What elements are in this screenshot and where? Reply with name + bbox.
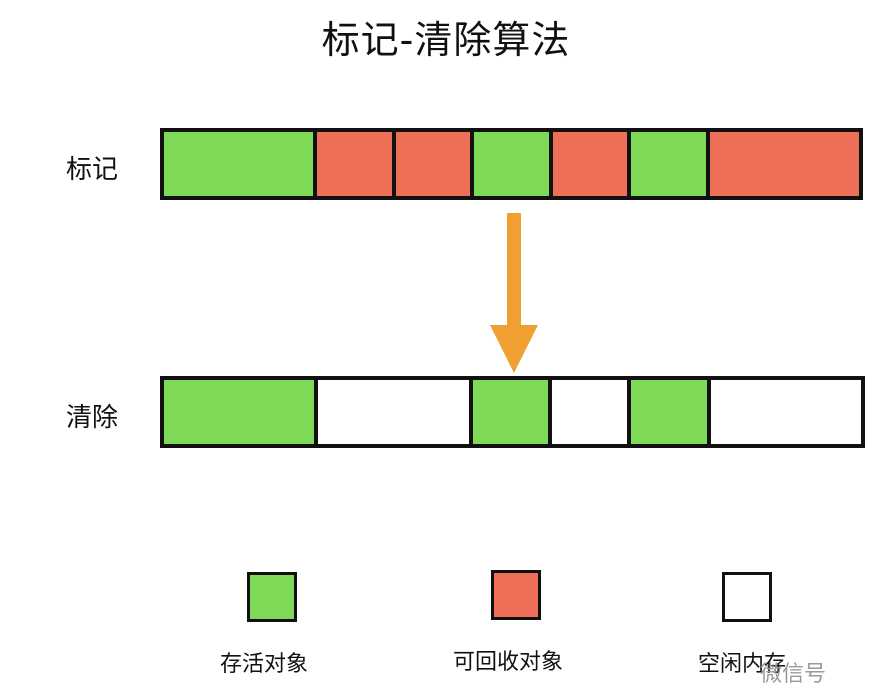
arrow-shaft [507, 213, 521, 327]
legend-label-live: 存活对象 [220, 652, 309, 677]
legend-swatch-garbage [491, 570, 541, 620]
memory-block-free [318, 380, 473, 444]
memory-block-garbage [395, 132, 475, 196]
arrow-head [490, 325, 538, 373]
memory-block-garbage [317, 132, 396, 196]
memory-block-free [710, 380, 861, 444]
sweep-memory-bar [160, 376, 865, 448]
down-arrow-icon [490, 213, 538, 373]
memory-block-garbage [709, 132, 860, 196]
memory-block-free [552, 380, 632, 444]
memory-block-live [472, 380, 553, 444]
memory-block-live [164, 380, 319, 444]
memory-block-live [164, 132, 318, 196]
memory-block-garbage [552, 132, 632, 196]
sweep-row-label: 清除 [66, 403, 119, 433]
legend-label-garbage: 可回收对象 [453, 650, 564, 675]
legend-swatch-free [722, 572, 772, 622]
memory-block-live [631, 132, 710, 196]
memory-block-live [474, 132, 553, 196]
legend-label-free: 空闲内存 [698, 652, 787, 677]
memory-block-live [631, 380, 711, 444]
diagram-title: 标记-清除算法 [321, 18, 571, 62]
mark-memory-bar [160, 128, 863, 200]
mark-row-label: 标记 [66, 155, 119, 185]
watermark-text: 微信号 [760, 662, 827, 687]
legend-swatch-live [247, 572, 297, 622]
